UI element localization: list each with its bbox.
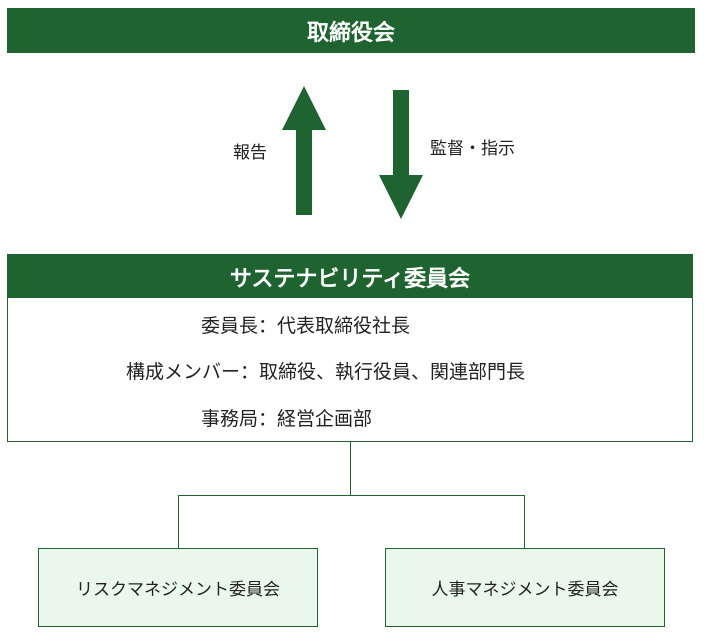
connector-trunk	[350, 441, 351, 496]
subcommittee-name: リスクマネジメント委員会	[76, 580, 280, 600]
row-label: 事務局	[201, 408, 259, 430]
board-box: 取締役会	[7, 8, 695, 53]
supervision-label: 監督・指示	[430, 139, 515, 159]
row-value: 経営企画部	[277, 408, 373, 430]
subcommittee-name: 人事マネジメント委員会	[431, 580, 619, 600]
risk-management-committee-box: リスクマネジメント委員会	[38, 548, 318, 627]
supervision-arrow-down-icon	[379, 90, 423, 219]
board-title: 取締役会	[306, 20, 395, 46]
committee-row-secretariat: 事務局：経営企画部	[201, 404, 372, 431]
committee-row-chair: 委員長：代表取締役社長	[201, 311, 410, 338]
row-label: 委員長	[201, 315, 259, 337]
row-value: 取締役、執行役員、関連部門長	[259, 361, 526, 383]
committee-row-members: 構成メンバー：取締役、執行役員、関連部門長	[126, 357, 525, 384]
report-label: 報告	[233, 143, 267, 163]
row-value: 代表取締役社長	[277, 315, 411, 337]
hr-management-committee-box: 人事マネジメント委員会	[385, 548, 665, 627]
connector-right	[524, 495, 525, 548]
committee-title: サステナビリティ委員会	[229, 266, 471, 292]
committee-header: サステナビリティ委員会	[8, 255, 692, 298]
committee-box: サステナビリティ委員会	[7, 254, 693, 442]
row-separator: ：	[258, 315, 278, 337]
connector-left	[178, 495, 179, 548]
report-arrow-up-icon	[282, 86, 326, 215]
row-separator: ：	[240, 361, 260, 383]
connector-branch	[178, 495, 525, 496]
row-label: 構成メンバー	[126, 361, 241, 383]
row-separator: ：	[258, 408, 278, 430]
